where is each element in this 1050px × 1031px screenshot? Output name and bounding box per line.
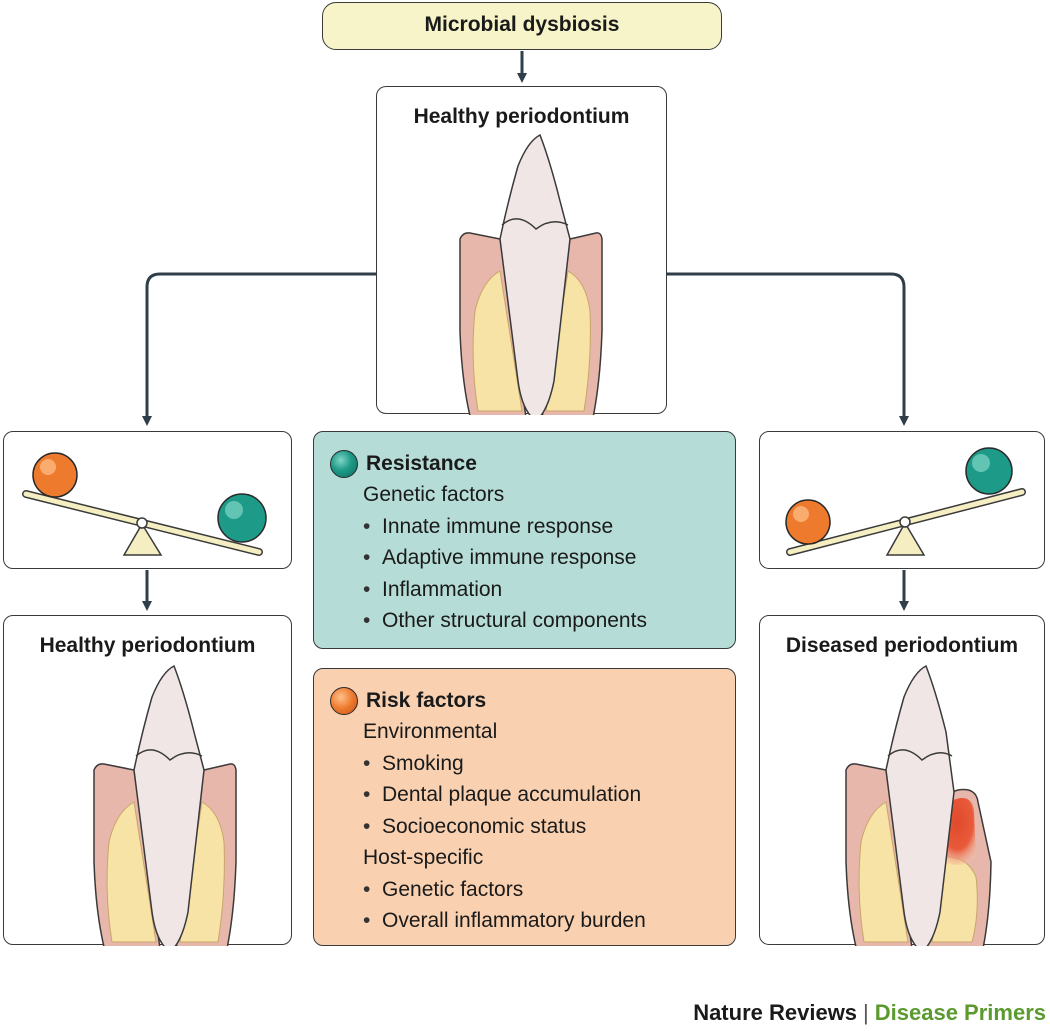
list-item: Genetic factors <box>330 874 715 906</box>
footer-separator: | <box>863 1000 869 1025</box>
risk-factors-header: Risk factors <box>330 685 715 716</box>
risk-factors-panel: Risk factors Environmental Smoking Denta… <box>313 668 736 946</box>
left-balance-panel <box>3 431 292 569</box>
list-item: Smoking <box>330 748 715 780</box>
list-item: Adaptive immune response <box>330 542 715 574</box>
risk-group-label: Host-specific <box>363 846 484 869</box>
list-item: Inflammation <box>330 574 715 606</box>
list-item: Innate immune response <box>330 511 715 543</box>
microbial-dysbiosis-title: Microbial dysbiosis <box>424 13 620 36</box>
risk-group-label: Environmental <box>363 720 498 743</box>
resistance-heading: Resistance <box>366 451 477 475</box>
teal-ball-icon <box>217 493 267 543</box>
journal-footer: Nature Reviews|Disease Primers <box>693 1000 1046 1026</box>
list-item: Other structural components <box>330 605 715 637</box>
right-balance-panel <box>759 431 1045 569</box>
teal-ball-icon <box>330 449 358 478</box>
resistance-header: Resistance <box>330 448 715 479</box>
orange-ball-icon <box>785 499 831 545</box>
publisher-name: Nature Reviews <box>693 1000 858 1025</box>
orange-ball-icon <box>330 686 358 715</box>
microbial-dysbiosis-box: Microbial dysbiosis <box>322 2 722 50</box>
arrow-down-icon <box>142 272 376 426</box>
arrow-down-icon <box>667 272 909 426</box>
series-name: Disease Primers <box>874 1000 1046 1025</box>
tooth-icon <box>845 664 992 946</box>
resistance-subheading: Genetic factors <box>363 483 505 506</box>
healthy-outcome-title: Healthy periodontium <box>39 634 256 657</box>
list-item: Dental plaque accumulation <box>330 779 715 811</box>
list-item: Overall inflammatory burden <box>330 905 715 937</box>
list-item: Socioeconomic status <box>330 811 715 843</box>
diseased-outcome-title: Diseased periodontium <box>785 634 1019 657</box>
diseased-outcome-panel: Diseased periodontium <box>759 615 1045 946</box>
tooth-icon <box>93 664 237 946</box>
orange-ball-icon <box>32 452 78 498</box>
seesaw-icon <box>785 447 1026 556</box>
risk-factors-heading: Risk factors <box>366 688 487 712</box>
healthy-outcome-panel: Healthy periodontium <box>3 615 292 946</box>
initial-healthy-periodontium-panel: Healthy periodontium <box>376 86 667 415</box>
resistance-panel: Resistance Genetic factors Innate immune… <box>313 431 736 649</box>
tooth-icon <box>459 133 603 415</box>
initial-healthy-title: Healthy periodontium <box>413 105 630 128</box>
teal-ball-icon <box>965 447 1013 495</box>
seesaw-icon <box>22 452 267 556</box>
